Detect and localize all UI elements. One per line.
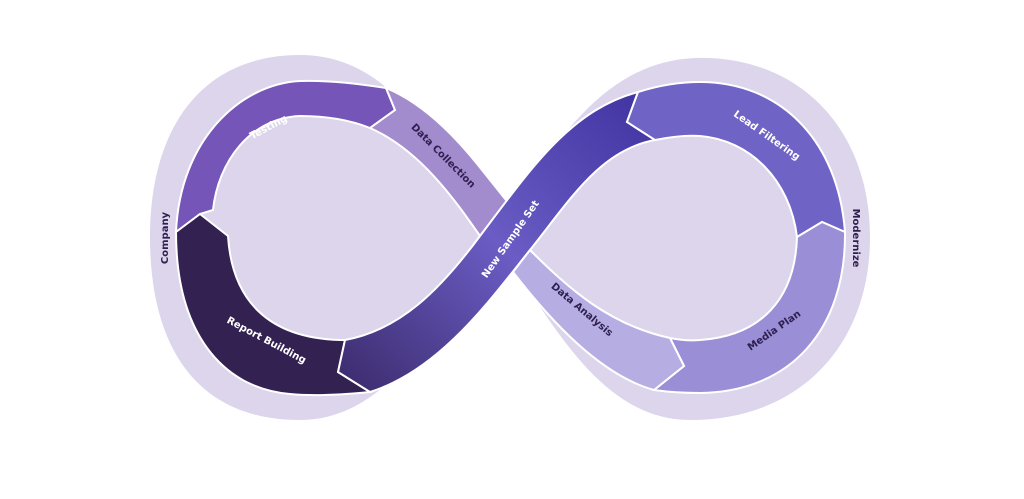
- side-label-left: Company: [160, 211, 171, 264]
- segment-report-building[interactable]: [174, 212, 374, 397]
- segment-data-analysis[interactable]: [511, 248, 686, 392]
- side-label-right: Modernize: [850, 209, 861, 268]
- segments: [174, 79, 847, 397]
